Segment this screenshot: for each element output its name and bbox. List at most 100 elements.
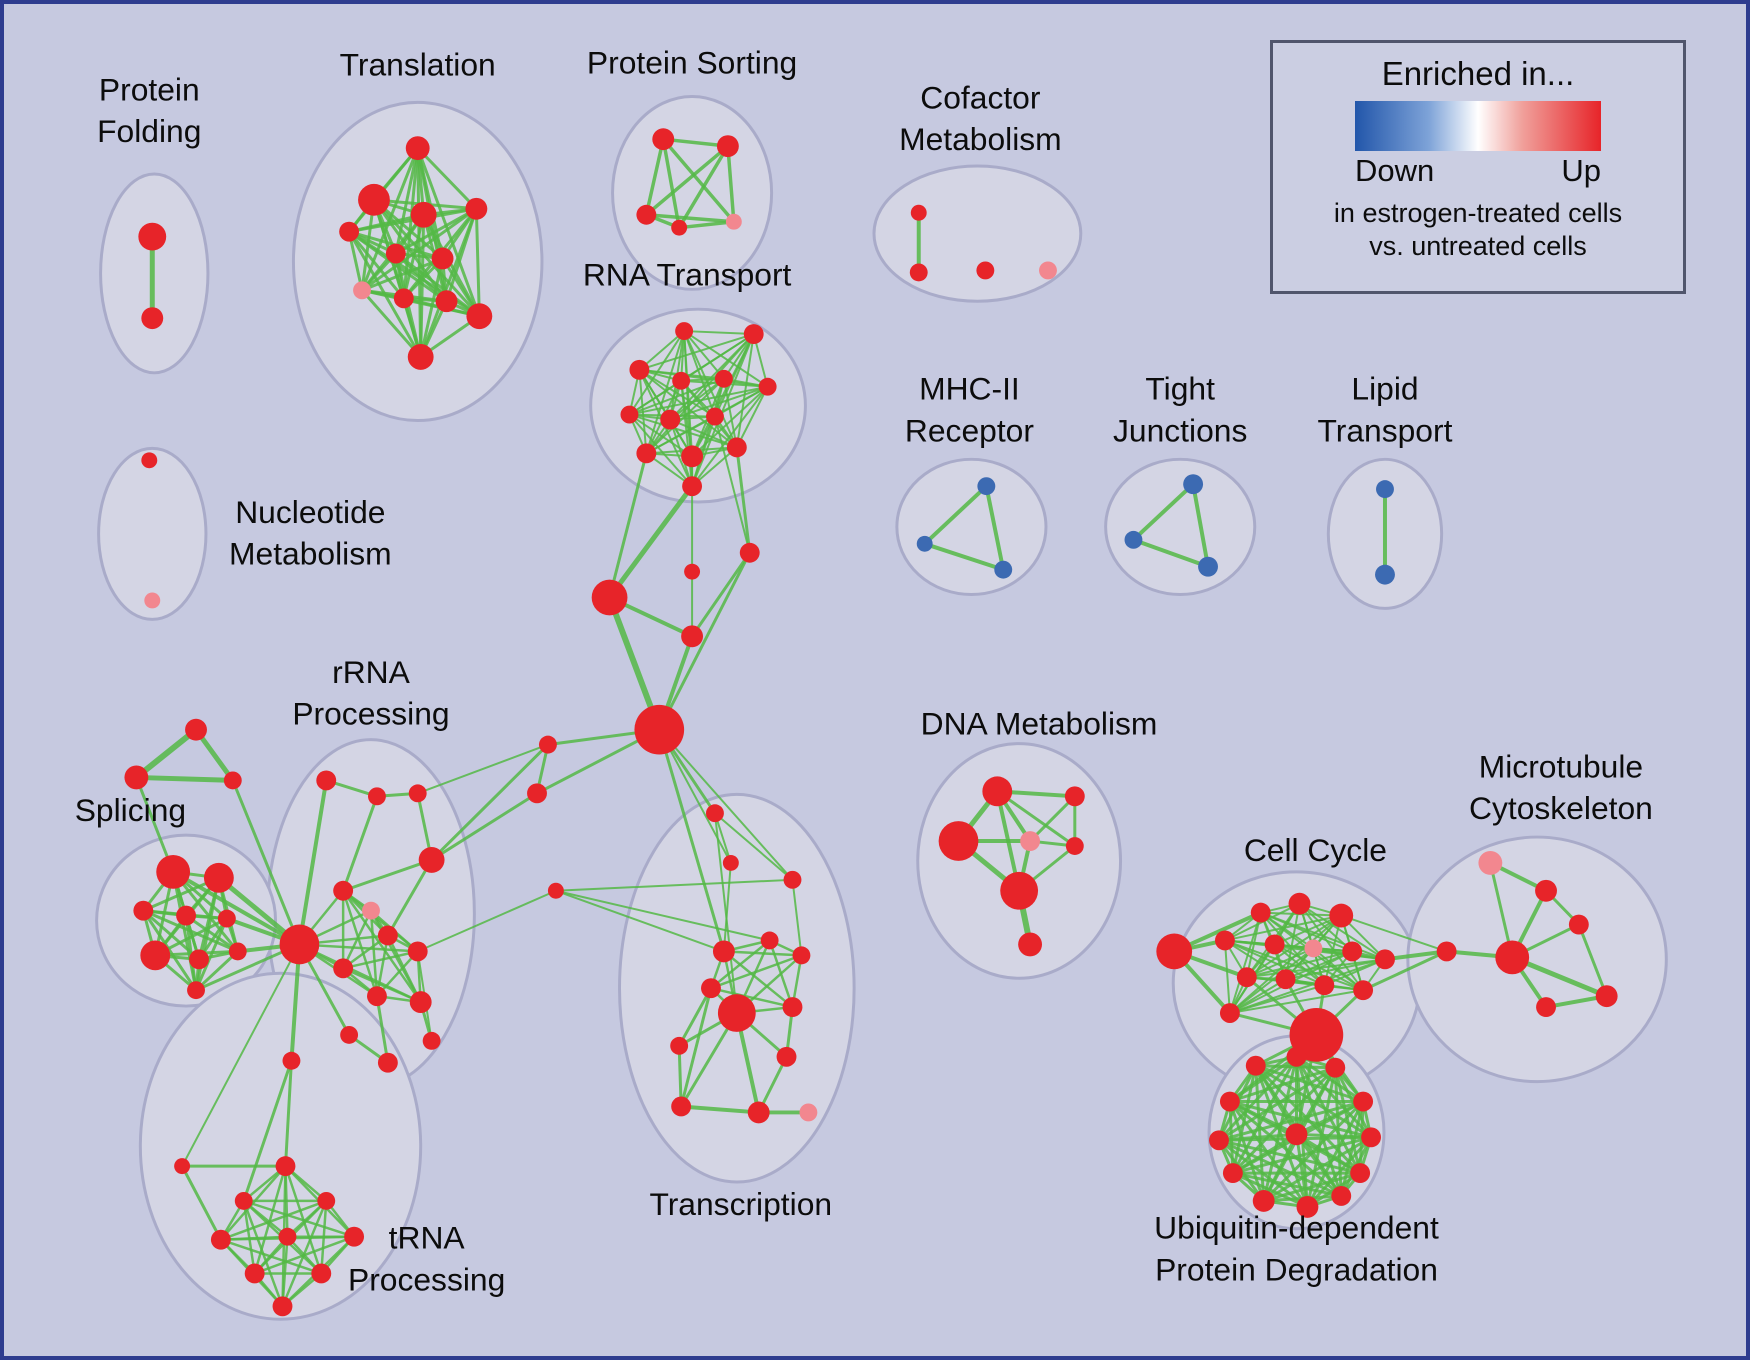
network-edge xyxy=(645,415,716,455)
network-edge xyxy=(1382,949,1449,962)
network-edge xyxy=(726,144,736,224)
geneset-node-81 xyxy=(282,1051,301,1070)
network-edge xyxy=(341,889,379,998)
geneset-node-90 xyxy=(311,1263,332,1284)
geneset-node-37 xyxy=(684,563,701,580)
network-edge xyxy=(677,144,730,230)
geneset-node-31 xyxy=(706,407,724,426)
network-edge xyxy=(231,778,301,946)
network-edge xyxy=(347,230,481,318)
network-edge xyxy=(394,207,478,256)
geneset-node-38 xyxy=(591,579,628,616)
geneset-node-70 xyxy=(279,924,320,965)
cluster-label-translation: Translation xyxy=(340,47,496,83)
network-edge xyxy=(644,137,665,217)
geneset-node-6 xyxy=(465,197,488,220)
network-edge xyxy=(360,207,478,292)
geneset-node-32 xyxy=(636,443,657,464)
network-edge xyxy=(341,950,419,970)
geneset-node-143 xyxy=(1350,1163,1371,1184)
geneset-node-12 xyxy=(466,303,493,330)
geneset-node-49 xyxy=(1183,474,1204,495)
geneset-node-0 xyxy=(138,222,167,251)
network-edge xyxy=(628,413,694,458)
geneset-node-56 xyxy=(223,771,242,790)
network-edge xyxy=(722,377,738,449)
network-edge xyxy=(709,954,803,990)
network-edge xyxy=(679,986,713,1108)
geneset-node-13 xyxy=(407,343,434,370)
geneset-node-44 xyxy=(141,452,158,469)
geneset-node-104 xyxy=(747,1101,770,1124)
cluster-ellipse-transcription xyxy=(618,792,856,1184)
network-edge xyxy=(661,137,681,230)
network-edge xyxy=(430,743,550,862)
geneset-node-95 xyxy=(712,940,735,963)
network-edge xyxy=(1131,537,1211,569)
geneset-node-71 xyxy=(333,880,354,901)
geneset-node-106 xyxy=(982,776,1013,807)
network-edge xyxy=(658,728,794,881)
geneset-node-92 xyxy=(706,804,724,823)
network-edge xyxy=(242,1059,293,1203)
geneset-node-117 xyxy=(1214,930,1235,951)
geneset-node-19 xyxy=(910,204,927,221)
network-edge xyxy=(722,950,794,1009)
network-edge xyxy=(133,774,236,783)
network-edge xyxy=(1228,1100,1298,1136)
network-edge xyxy=(735,445,752,555)
network-edge xyxy=(1228,911,1262,1015)
geneset-node-138 xyxy=(1219,1091,1240,1112)
network-edge xyxy=(180,1164,223,1242)
geneset-node-68 xyxy=(408,784,427,803)
geneset-node-136 xyxy=(1286,1046,1307,1067)
geneset-node-116 xyxy=(1329,903,1354,928)
network-edge xyxy=(1262,1171,1362,1203)
geneset-node-91 xyxy=(272,1296,293,1317)
geneset-node-1 xyxy=(141,307,164,330)
geneset-node-107 xyxy=(1064,786,1085,807)
network-edge xyxy=(554,889,771,942)
geneset-node-86 xyxy=(210,1229,231,1250)
geneset-node-145 xyxy=(1296,1195,1319,1218)
geneset-node-128 xyxy=(1478,850,1503,875)
network-edge xyxy=(683,330,755,336)
geneset-node-135 xyxy=(1245,1055,1266,1076)
network-edge xyxy=(416,743,549,795)
geneset-node-100 xyxy=(782,997,803,1018)
network-edge xyxy=(347,230,406,300)
network-edge xyxy=(386,858,434,937)
geneset-node-84 xyxy=(234,1191,253,1210)
network-edge xyxy=(253,1164,287,1275)
network-edge xyxy=(133,726,200,781)
network-edge xyxy=(1295,1132,1362,1175)
network-edge xyxy=(1262,1132,1298,1203)
geneset-node-101 xyxy=(670,1036,689,1055)
geneset-node-144 xyxy=(1252,1189,1275,1212)
network-edge xyxy=(341,858,434,893)
network-edge xyxy=(628,413,694,488)
network-edge xyxy=(1228,1066,1337,1103)
geneset-node-118 xyxy=(1264,934,1285,955)
geneset-node-114 xyxy=(1250,902,1271,923)
geneset-node-79 xyxy=(377,1052,398,1073)
network-edge xyxy=(219,1199,328,1241)
network-edge xyxy=(416,889,557,953)
geneset-node-23 xyxy=(675,322,694,341)
network-edge xyxy=(1361,949,1449,992)
network-edge xyxy=(242,1199,356,1238)
cluster-ellipse-tight-junctions xyxy=(1104,457,1257,596)
geneset-node-36 xyxy=(739,542,760,563)
network-edge xyxy=(628,377,725,416)
network-edge xyxy=(677,986,713,1048)
geneset-node-16 xyxy=(636,204,657,225)
legend: Enriched in... Down Up in estrogen-treat… xyxy=(1270,40,1686,294)
network-edge xyxy=(1191,482,1211,569)
legend-title: Enriched in... xyxy=(1381,55,1575,92)
geneset-node-18 xyxy=(725,213,742,230)
geneset-node-45 xyxy=(144,592,161,609)
geneset-node-10 xyxy=(393,288,414,309)
